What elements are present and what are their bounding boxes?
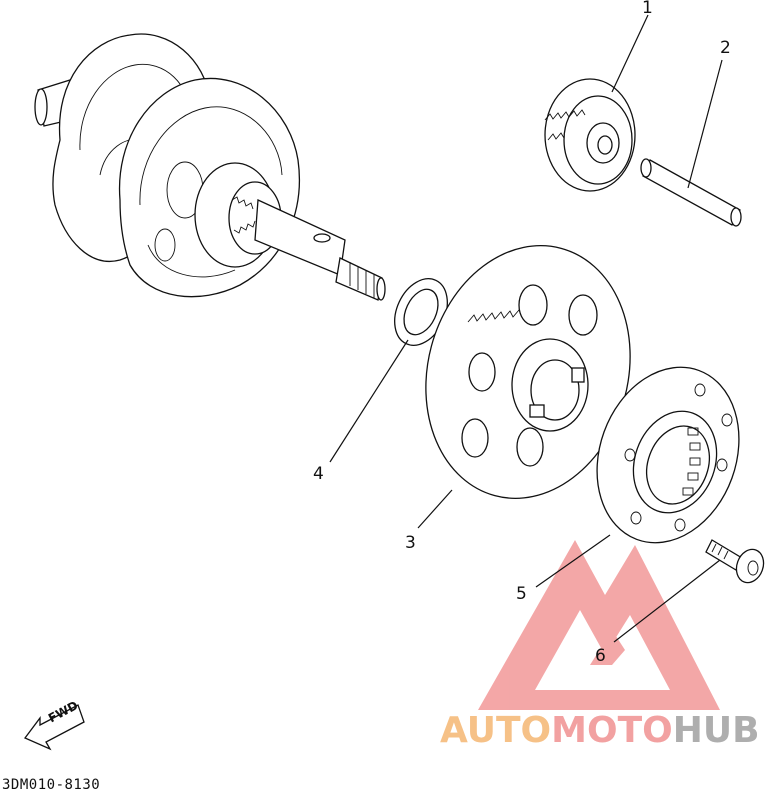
starter-clutch: [596, 366, 740, 544]
leader-4: [329, 339, 409, 463]
leader-2: [687, 59, 723, 189]
crankshaft: [34, 33, 386, 301]
leader-5: [535, 534, 611, 588]
callout-1: 1: [642, 0, 653, 18]
callout-4: 4: [313, 464, 324, 484]
starter-wheel-gear: [425, 245, 631, 499]
callout-3: 3: [405, 533, 416, 553]
watermark-logo: [478, 540, 720, 710]
watermark-text: AUTOMOTOHUB: [440, 710, 760, 751]
idler-shaft: [640, 158, 742, 227]
diagram-code: 3DM010-8130: [2, 777, 101, 793]
watermark-part-auto: AUTO: [440, 710, 552, 751]
leader-3: [417, 489, 453, 529]
leader-lines: [329, 14, 723, 643]
bolt: [705, 539, 765, 584]
leader-1: [611, 14, 649, 93]
callout-6: 6: [595, 646, 606, 666]
fwd-arrow-icon: [23, 704, 85, 751]
leader-6: [613, 559, 721, 643]
callout-2: 2: [720, 38, 731, 58]
callout-5: 5: [516, 584, 527, 604]
watermark-part-moto: MOTO: [551, 710, 673, 751]
idler-gear: [544, 78, 636, 192]
watermark-part-hub: HUB: [672, 710, 760, 751]
